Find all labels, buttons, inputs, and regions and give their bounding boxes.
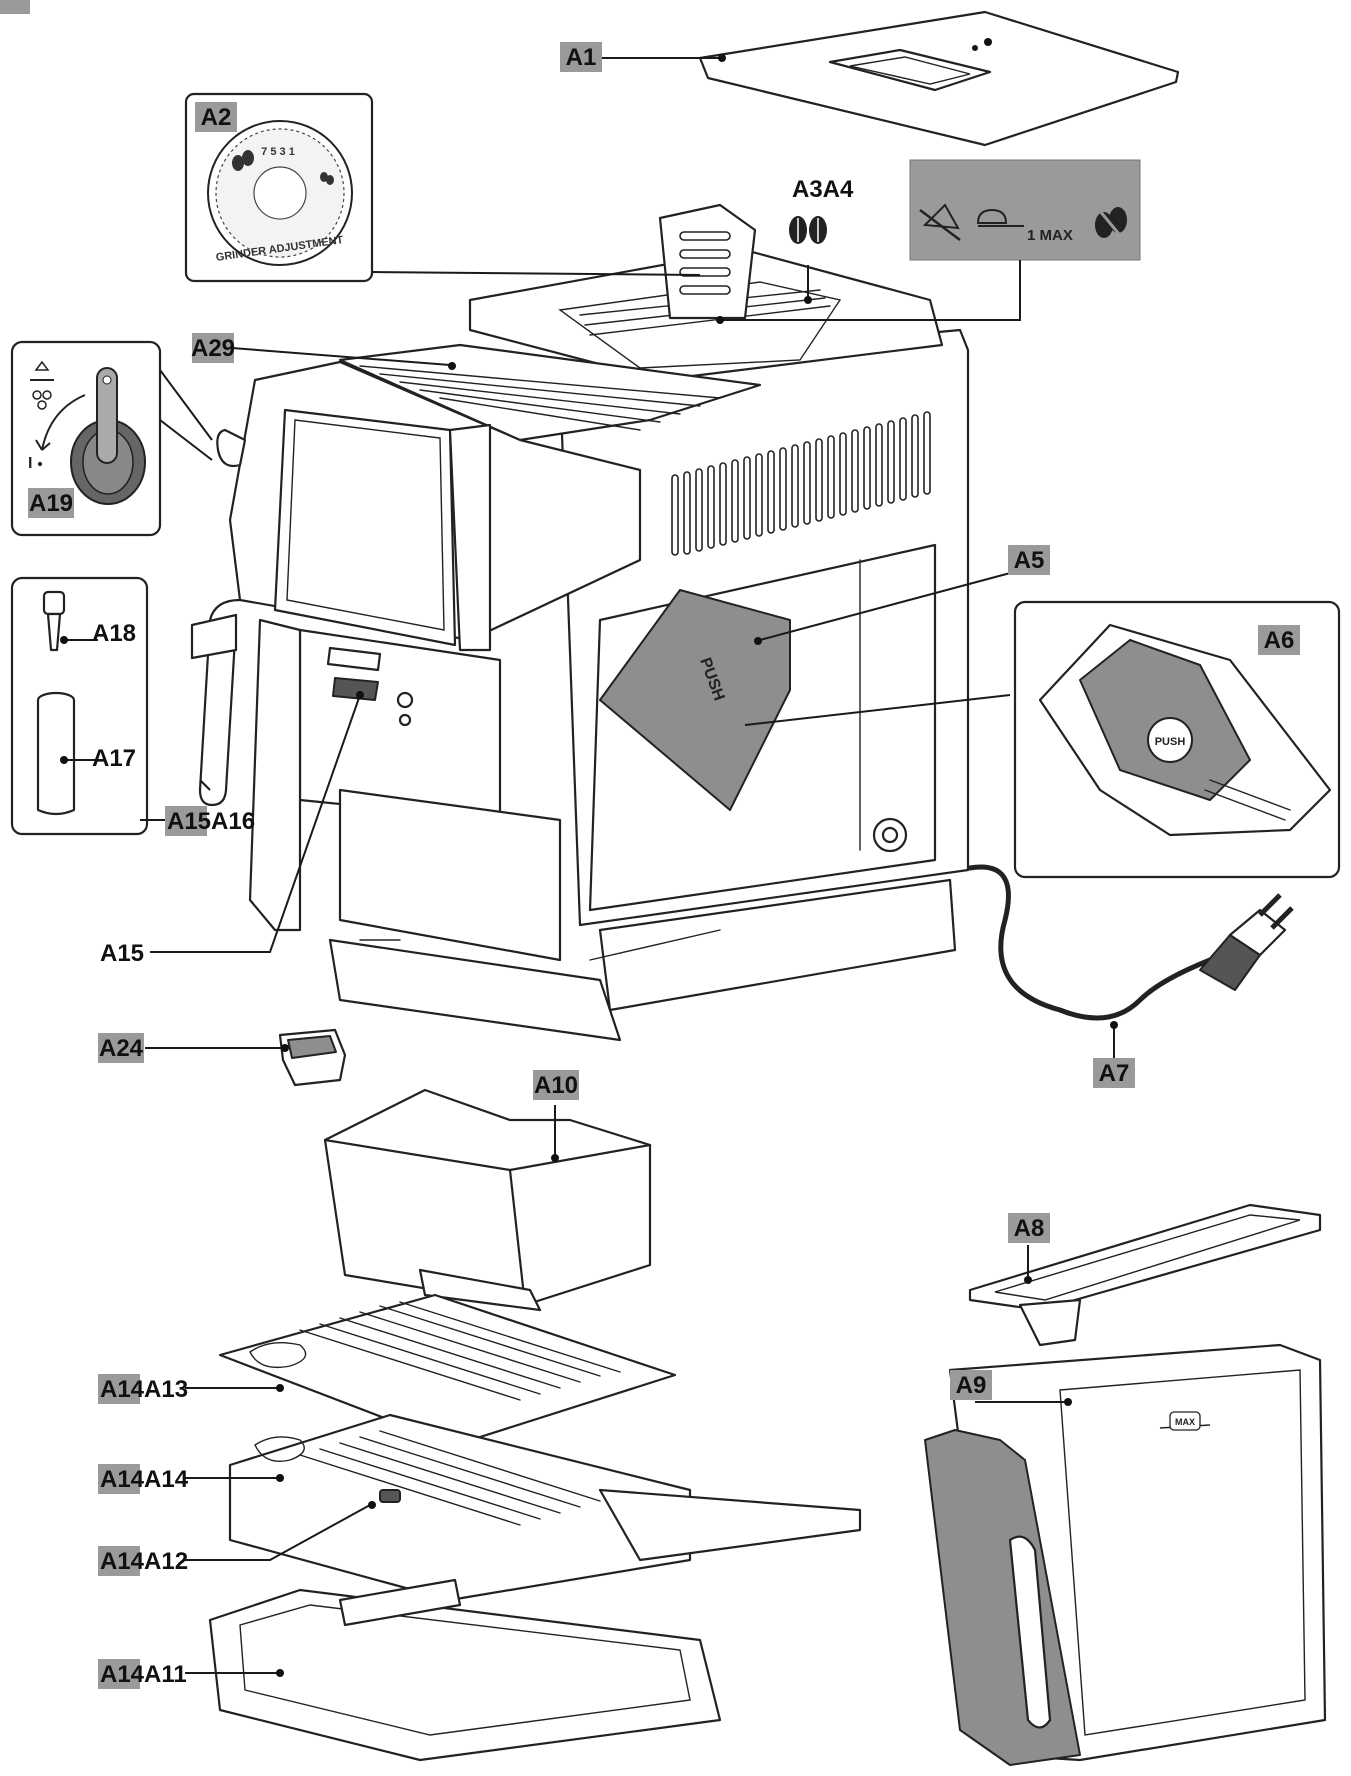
- no-beans-icon: [1093, 204, 1130, 246]
- nozzle-parts-box: [10, 576, 149, 836]
- water-drops-icon: [30, 360, 54, 410]
- steam-knob-icon: [35, 367, 146, 505]
- grille-slots-top: [299, 1301, 621, 1401]
- water-tank: MAX: [924, 1343, 1327, 1766]
- label-a14a11: A14A11: [98, 1659, 187, 1689]
- dial-numbers: 7 5 3 1: [261, 146, 295, 158]
- svg-text:I: I: [28, 455, 32, 472]
- svg-text:A15A16: A15A16: [167, 808, 255, 835]
- label-a15: A15: [100, 940, 144, 967]
- svg-text:A1: A1: [566, 44, 597, 71]
- power-cord: [967, 864, 1294, 1021]
- svg-text:A3A4: A3A4: [792, 176, 854, 203]
- label-a8: A8: [1008, 1213, 1050, 1243]
- svg-text:A6: A6: [1264, 627, 1295, 654]
- brew-unit-push-text: PUSH: [1155, 736, 1186, 748]
- svg-text:A8: A8: [1014, 1215, 1045, 1242]
- svg-text:A19: A19: [29, 490, 73, 517]
- label-a10: A10: [533, 1070, 579, 1100]
- max-label: MAX: [1175, 1417, 1195, 1427]
- label-a1: A1: [560, 42, 602, 72]
- label-a19: A19: [28, 488, 74, 518]
- water-tank-lid: [968, 1203, 1322, 1347]
- label-a5: A5: [1008, 545, 1050, 575]
- coffee-beans-icon: [789, 216, 827, 244]
- svg-text:A29: A29: [191, 335, 235, 362]
- grille-slots-mid: [299, 1430, 601, 1526]
- svg-text:A14A11: A14A11: [100, 1661, 187, 1688]
- svg-text:A9: A9: [956, 1372, 987, 1399]
- label-a17: A17: [92, 745, 136, 772]
- label-a14a13: A14A13: [98, 1374, 188, 1404]
- svg-text:A10: A10: [534, 1072, 578, 1099]
- svg-text:A2: A2: [201, 104, 232, 131]
- grinder-dial-icon: 7 5 3 1 GRINDER ADJUSTMENT: [207, 120, 353, 266]
- top-lid: [698, 10, 1180, 147]
- svg-text:A17: A17: [92, 745, 136, 772]
- drip-tray-insert: [228, 1413, 862, 1602]
- label-a7: A7: [1093, 1058, 1135, 1088]
- svg-text:A15: A15: [100, 940, 144, 967]
- label-a14a14: A14A14: [98, 1464, 189, 1494]
- svg-text:A5: A5: [1014, 547, 1045, 574]
- svg-text:A14A12: A14A12: [100, 1548, 188, 1575]
- machine-body: [190, 203, 970, 1042]
- brew-unit-detail: PUSH: [1038, 623, 1332, 837]
- drip-tray-grille: [218, 1293, 677, 1447]
- corner-marker: [0, 0, 30, 14]
- drip-tray-base: [208, 1578, 722, 1762]
- svg-text:A18: A18: [92, 620, 136, 647]
- cup-warmer-slots: [359, 365, 721, 431]
- label-a15a16: A15A16: [165, 806, 255, 836]
- cappuccino-tube: [36, 691, 76, 816]
- svg-text:A24: A24: [99, 1035, 144, 1062]
- max-level-mark: MAX: [1159, 1411, 1211, 1431]
- no-ground-coffee-icon: [919, 203, 961, 241]
- grounds-container: [323, 1088, 652, 1312]
- grinder-dial-box: 7 5 3 1 GRINDER ADJUSTMENT: [184, 92, 374, 283]
- label-a3a4: A3A4: [792, 176, 854, 203]
- svg-text:A7: A7: [1099, 1060, 1130, 1087]
- side-vents: [671, 411, 931, 556]
- brew-unit-box: PUSH: [1013, 600, 1341, 879]
- label-a14a12: A14A12: [98, 1546, 188, 1576]
- brew-unit-panel: PUSH: [599, 589, 791, 811]
- label-a29: A29: [191, 333, 235, 363]
- svg-text:A14A13: A14A13: [100, 1376, 188, 1403]
- svg-text:A14A14: A14A14: [100, 1466, 189, 1493]
- descaler-cup: [278, 1028, 347, 1087]
- label-a18: A18: [92, 620, 136, 647]
- bean-container-panel: 1 MAX: [909, 159, 1141, 261]
- label-a9: A9: [950, 1370, 992, 1400]
- measuring-scoop-icon: [976, 208, 1024, 227]
- label-a24: A24: [98, 1033, 144, 1063]
- label-a2: A2: [195, 102, 237, 132]
- label-a6: A6: [1258, 625, 1300, 655]
- nozzle-tip: [42, 590, 66, 652]
- steam-knob-box: I: [10, 340, 162, 537]
- scoop-measure-label: 1 MAX: [1027, 227, 1073, 244]
